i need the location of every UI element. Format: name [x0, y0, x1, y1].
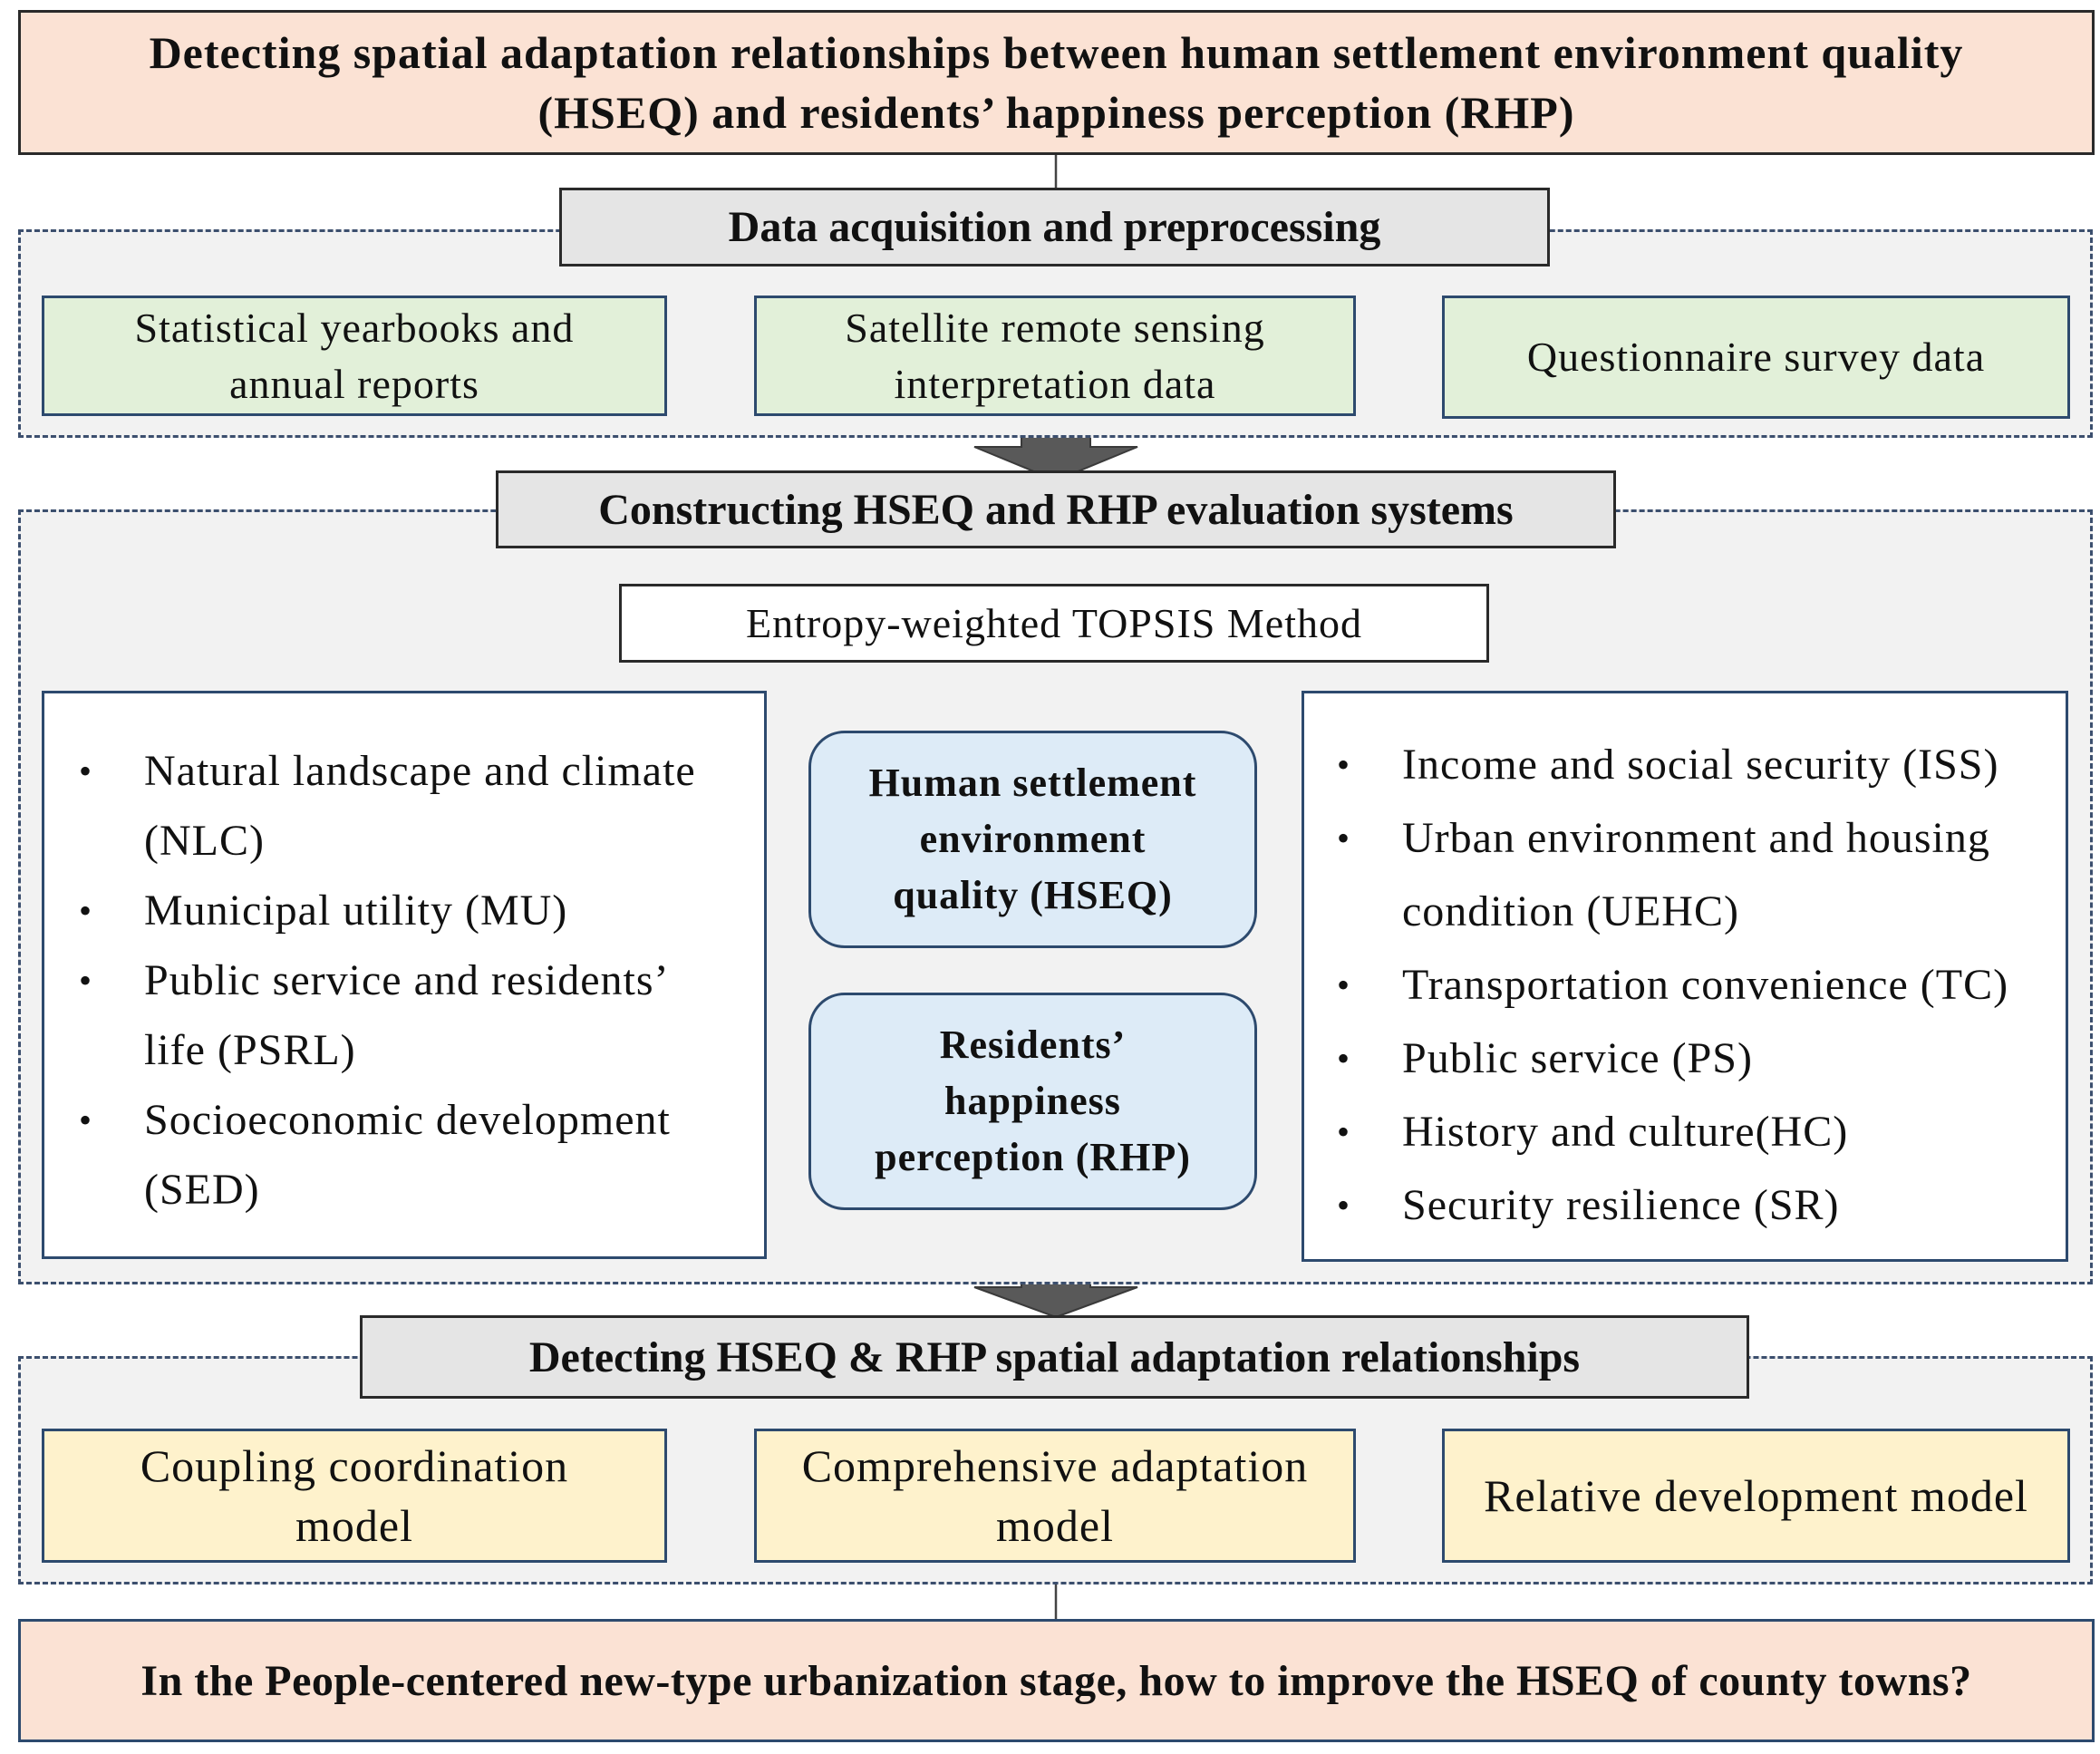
indicator-text: Transportation convenience (TC): [1402, 961, 2009, 1009]
bullet: •: [1337, 1111, 1351, 1152]
main-title-line1: Detecting spatial adaptation relationshi…: [149, 27, 1964, 78]
data-source-questionnaire: Questionnaire survey data: [1442, 296, 2070, 419]
rhp-center-line: happiness: [944, 1079, 1121, 1123]
bullet: •: [1337, 1185, 1351, 1226]
hseq-center-line: environment: [919, 817, 1147, 861]
evaluation-systems-header: Constructing HSEQ and RHP evaluation sys…: [496, 470, 1616, 548]
adaptation-detection-header: Detecting HSEQ & RHP spatial adaptation …: [360, 1315, 1749, 1399]
bullet: •: [79, 1100, 93, 1140]
indicator-text: Socioeconomic development: [144, 1096, 671, 1144]
model-line: model: [996, 1500, 1114, 1551]
indicator-text: life (PSRL): [144, 1026, 356, 1074]
indicator-text: Municipal utility (MU): [144, 887, 568, 935]
indicator-text: (SED): [144, 1166, 260, 1214]
indicator-text: Public service and residents’: [144, 956, 670, 1004]
hseq-center-line: quality (HSEQ): [893, 873, 1173, 917]
model-comprehensive-adaptation: Comprehensive adaptation model: [754, 1429, 1356, 1563]
data-source-line: Questionnaire survey data: [1526, 334, 1986, 380]
list-item: • Public service and residents’ life (PSRL…: [79, 945, 779, 1085]
bullet: •: [79, 960, 93, 1001]
hseq-indicator-list: • Natural landscape and climate (NLC) • Mun…: [79, 736, 779, 1225]
indicator-text: Public service (PS): [1402, 1034, 1753, 1082]
indicator-text: (NLC): [144, 817, 265, 865]
data-source-remote-sensing: Satellite remote sensing interpretation …: [754, 296, 1356, 416]
bullet: •: [1337, 744, 1351, 785]
indicator-text: condition (UEHC): [1402, 887, 1739, 935]
model-line: Comprehensive adaptation: [801, 1440, 1309, 1491]
bullet: •: [1337, 964, 1351, 1005]
list-item: • Transportation convenience (TC): [1337, 948, 2068, 1022]
bullet: •: [79, 751, 93, 791]
data-acquisition-header: Data acquisition and preprocessing: [559, 188, 1550, 266]
list-item: • Income and social security (ISS): [1337, 728, 2068, 801]
rhp-indicator-list: • Income and social security (ISS) • Urban…: [1337, 728, 2068, 1242]
rhp-center-line: Residents’: [939, 1022, 1127, 1067]
indicator-text: Urban environment and housing: [1402, 814, 1990, 862]
model-line: Coupling coordination: [140, 1440, 569, 1491]
list-item: • Security resilience (SR): [1337, 1168, 2068, 1242]
indicator-text: Income and social security (ISS): [1402, 741, 1999, 789]
model-line: Relative development model: [1484, 1470, 2028, 1521]
list-item: • Socioeconomic development (SED): [79, 1085, 779, 1225]
bullet: •: [1337, 1038, 1351, 1079]
model-relative-development: Relative development model: [1442, 1429, 2070, 1563]
indicator-text: History and culture(HC): [1402, 1108, 1849, 1156]
rhp-indicators-box: • Income and social security (ISS) • Urban…: [1302, 691, 2068, 1262]
data-source-line: annual reports: [229, 360, 479, 407]
main-title-line2: (HSEQ) and residents’ happiness percepti…: [537, 87, 1575, 138]
rhp-center-line: perception (RHP): [875, 1135, 1191, 1179]
data-source-line: Satellite remote sensing: [845, 304, 1265, 351]
hseq-indicators-box: • Natural landscape and climate (NLC) • Mun…: [42, 691, 767, 1259]
data-source-yearbooks: Statistical yearbooks and annual reports: [42, 296, 667, 416]
list-item: • Natural landscape and climate (NLC): [79, 736, 779, 876]
main-title: Detecting spatial adaptation relationshi…: [18, 10, 2095, 155]
rhp-center-box: Residents’ happiness perception (RHP): [808, 993, 1257, 1210]
bullet: •: [79, 890, 93, 931]
bullet: •: [1337, 818, 1351, 858]
topsis-method-box: Entropy-weighted TOPSIS Method: [619, 584, 1489, 663]
list-item: • Municipal utility (MU): [79, 876, 779, 945]
list-item: • Public service (PS): [1337, 1022, 2068, 1095]
list-item: • Urban environment and housing condition …: [1337, 801, 2068, 948]
hseq-center-line: Human settlement: [868, 761, 1197, 805]
indicator-text: Natural landscape and climate: [144, 747, 696, 795]
data-source-line: Statistical yearbooks and: [134, 304, 575, 351]
model-line: model: [295, 1500, 413, 1551]
list-item: • History and culture(HC): [1337, 1095, 2068, 1168]
hseq-center-box: Human settlement environment quality (HS…: [808, 731, 1257, 948]
conclusion-question: In the People-centered new-type urbaniza…: [18, 1619, 2095, 1742]
indicator-text: Security resilience (SR): [1402, 1181, 1840, 1229]
model-coupling-coordination: Coupling coordination model: [42, 1429, 667, 1563]
data-source-line: interpretation data: [894, 360, 1216, 407]
